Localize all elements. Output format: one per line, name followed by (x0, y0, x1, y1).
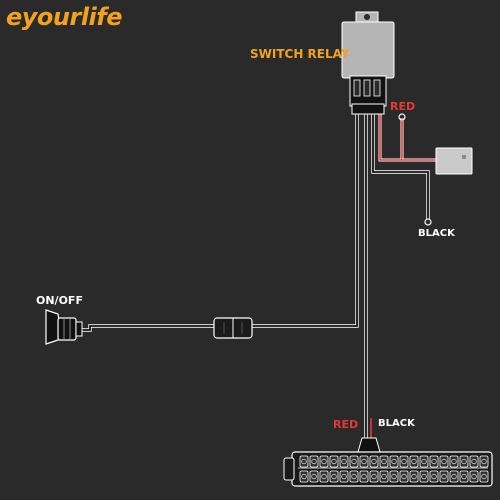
black-ground-label: BLACK (418, 228, 455, 239)
led-cell (439, 455, 449, 468)
light-bar-leads (357, 418, 381, 453)
relay-icon (341, 11, 395, 115)
led-lens (321, 473, 327, 480)
black-ground-wire (371, 112, 432, 226)
led-lens (441, 458, 447, 465)
led-cell (479, 470, 489, 483)
led-cell (319, 455, 329, 468)
led-light-bar-icon (283, 451, 493, 487)
rocker-switch-icon (45, 309, 83, 345)
led-cell (459, 455, 469, 468)
led-lens (401, 473, 407, 480)
led-cell (299, 455, 309, 468)
led-cell (399, 455, 409, 468)
led-cell (389, 470, 399, 483)
led-cell (429, 470, 439, 483)
led-lens (341, 473, 347, 480)
led-cell (409, 470, 419, 483)
led-cell (439, 470, 449, 483)
led-lens (471, 473, 477, 480)
led-cell (299, 470, 309, 483)
light-bar-red-label: RED (333, 418, 359, 431)
led-cell (319, 470, 329, 483)
led-lens (331, 473, 337, 480)
switch-relay-label: SWITCH RELAY (250, 47, 350, 61)
led-cell (419, 455, 429, 468)
led-lens (351, 473, 357, 480)
led-lens (331, 458, 337, 465)
led-lens (411, 473, 417, 480)
led-lens (381, 458, 387, 465)
led-lens (401, 458, 407, 465)
led-row-bottom (299, 470, 489, 483)
light-bar-black-label: BLACK (378, 418, 415, 429)
led-cell (339, 455, 349, 468)
on-off-switch-label: ON/OFF (36, 294, 83, 307)
led-lens (321, 458, 327, 465)
led-cell (469, 455, 479, 468)
led-cell (429, 455, 439, 468)
led-row-top (299, 455, 489, 468)
led-cell (479, 455, 489, 468)
led-cell (389, 455, 399, 468)
red-wire-to-fuse (378, 112, 438, 162)
ground-ring-terminal-icon (424, 218, 432, 226)
led-lens (481, 458, 487, 465)
led-cell (379, 455, 389, 468)
led-lens (421, 473, 427, 480)
led-lens (451, 458, 457, 465)
led-lens (341, 458, 347, 465)
led-lens (411, 458, 417, 465)
led-cell (399, 470, 409, 483)
led-lens (361, 473, 367, 480)
red-wire-label: RED (390, 100, 416, 113)
led-lens (371, 458, 377, 465)
led-cell (359, 470, 369, 483)
led-cell (459, 470, 469, 483)
led-lens (361, 458, 367, 465)
led-lens (431, 458, 437, 465)
led-cell (449, 455, 459, 468)
led-lens (471, 458, 477, 465)
led-lens (371, 473, 377, 480)
led-cell (329, 470, 339, 483)
led-cell (369, 470, 379, 483)
led-cell (349, 470, 359, 483)
led-lens (391, 473, 397, 480)
led-cell (359, 455, 369, 468)
led-lens (431, 473, 437, 480)
led-cell (419, 470, 429, 483)
led-cell (379, 470, 389, 483)
led-lens (421, 458, 427, 465)
led-cell (329, 455, 339, 468)
led-lens (301, 473, 307, 480)
fuse-holder-icon (435, 147, 473, 175)
led-cell (449, 470, 459, 483)
led-lens (451, 473, 457, 480)
led-lens (461, 473, 467, 480)
led-lens (461, 458, 467, 465)
led-lens (351, 458, 357, 465)
led-cell (309, 455, 319, 468)
led-cell (349, 455, 359, 468)
led-lens (381, 473, 387, 480)
led-cell (309, 470, 319, 483)
led-lens (441, 473, 447, 480)
led-cell (409, 455, 419, 468)
led-lens (391, 458, 397, 465)
led-cell (369, 455, 379, 468)
led-lens (311, 473, 317, 480)
inline-connector-icon (213, 317, 253, 339)
switch-wire (80, 112, 359, 332)
led-cell (469, 470, 479, 483)
led-cell (339, 470, 349, 483)
led-lens (481, 473, 487, 480)
led-lens (301, 458, 307, 465)
led-lens (311, 458, 317, 465)
brand-logo: eyourlife (6, 3, 123, 31)
